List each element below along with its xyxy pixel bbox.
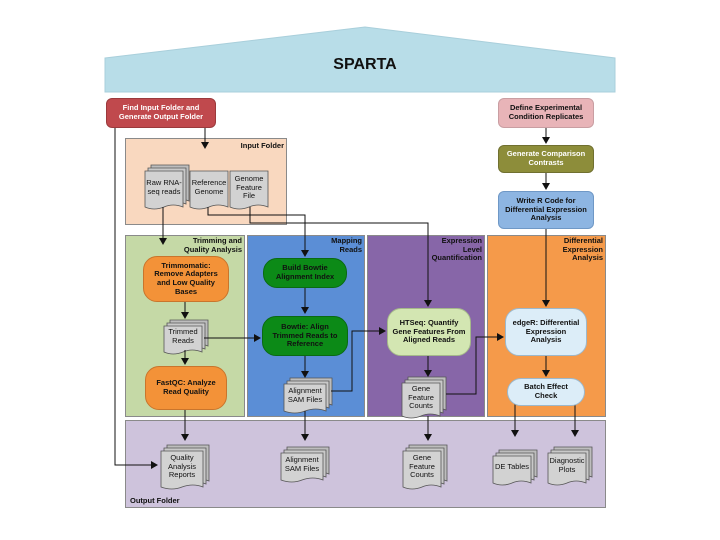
reference-genome-doc-icon <box>189 170 229 210</box>
fastqc-process: FastQC: Analyze Read Quality <box>145 366 227 410</box>
edger-process: edgeR: Differential Expression Analysis <box>505 308 587 356</box>
build-bowtie-process: Build Bowtie Alignment Index <box>263 258 347 288</box>
output-sam-doc-icon <box>280 446 330 483</box>
find-input-step: Find Input Folder and Generate Output Fo… <box>106 98 216 128</box>
output-counts-doc-icon <box>402 444 448 490</box>
gene-feature-counts-doc-icon <box>401 376 447 419</box>
arrow-find-to-output <box>114 128 158 469</box>
genome-feature-file-label: Genome Feature File <box>234 174 264 201</box>
diagnostic-plots-doc-icon <box>547 446 593 486</box>
raw-reads-doc-icon <box>144 164 190 210</box>
arrow-reference-to-bowtie-index <box>207 207 309 257</box>
trimming-panel-label: Trimming and Quality Analysis <box>183 236 242 254</box>
alignment-sam-label: Alignment SAM Files <box>287 386 323 404</box>
de-tables-doc-icon <box>492 449 538 486</box>
alignment-sam-output-label: Alignment SAM Files <box>284 455 320 473</box>
differential-panel-label: Differential Expression Analysis <box>562 236 603 263</box>
htseq-process: HTSeq: Quantify Gene Features From Align… <box>387 308 471 356</box>
trimmomatic-process: Trimmomatic: Remove Adapters and Low Qua… <box>143 256 229 302</box>
diagnostic-plots-output-label: Diagnostic Plots <box>549 456 585 474</box>
quality-reports-output-label: Quality Analysis Reports <box>168 453 196 480</box>
title-banner <box>104 26 616 93</box>
page-title: SPARTA <box>333 56 397 73</box>
arrow-sam-to-htseq <box>331 327 386 392</box>
gene-feature-counts-label: Gene Feature Counts <box>408 384 434 411</box>
alignment-sam-doc-icon <box>283 377 333 414</box>
trimmed-reads-doc-icon <box>163 319 209 355</box>
expression-panel-label: Expression Level Quantification <box>431 236 482 263</box>
generate-contrasts-step: Generate Comparison Contrasts <box>498 145 594 173</box>
genome-feature-file-doc-icon <box>229 170 269 210</box>
de-tables-output-label: DE Tables <box>494 461 530 471</box>
output-folder-label: Output Folder <box>130 496 180 505</box>
input-folder-label: Input Folder <box>240 141 284 150</box>
mapping-panel-label: Mapping Reads <box>331 236 362 254</box>
gene-feature-counts-output-label: Gene Feature Counts <box>409 453 435 480</box>
write-r-code-step: Write R Code for Differential Expression… <box>498 191 594 229</box>
quality-reports-doc-icon <box>160 444 210 490</box>
define-replicates-step: Define Experimental Condition Replicates <box>498 98 594 128</box>
batch-effect-process: Batch Effect Check <box>507 378 585 406</box>
trimmed-reads-label: Trimmed Reads <box>168 327 198 345</box>
arrow-feature-to-htseq <box>249 207 432 307</box>
raw-reads-label: Raw RNA-seq reads <box>146 178 182 196</box>
bowtie-process: Bowtie: Align Trimmed Reads to Reference <box>262 316 348 356</box>
reference-genome-label: Reference Genome <box>191 178 227 196</box>
arrow-counts-to-edger <box>446 333 504 395</box>
